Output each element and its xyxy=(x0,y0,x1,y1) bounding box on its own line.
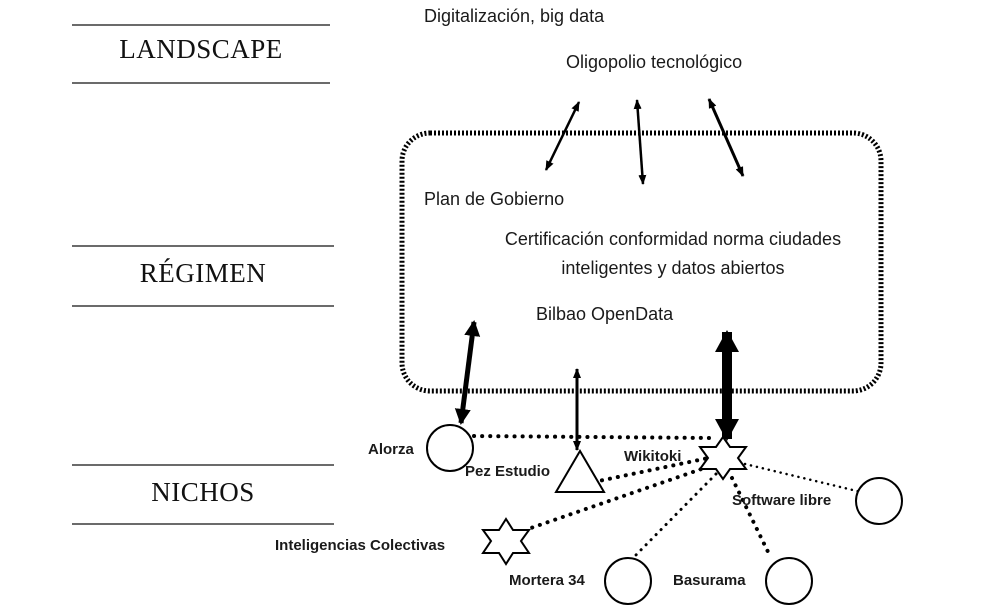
node-software-circle xyxy=(855,477,903,525)
niche-label-wikitoki: Wikitoki xyxy=(624,448,682,465)
niche-label-mortera-34: Mortera 34 xyxy=(509,572,585,589)
node-pez-triangle xyxy=(554,449,606,493)
node-wikitoki-star xyxy=(698,435,748,481)
niche-label-alorza: Alorza xyxy=(368,441,414,458)
level-label-nichos: NICHOS xyxy=(151,477,255,507)
level-label-regimen: RÉGIMEN xyxy=(139,258,267,288)
landscape-top-line xyxy=(72,24,330,26)
link-wikitoki-basurama xyxy=(730,476,773,560)
node-alorza-circle xyxy=(426,424,474,472)
link-pez-wikitoki xyxy=(592,454,720,484)
landscape-item-digitalizacion: Digitalización, big data xyxy=(424,6,605,26)
landscape-item-oligopolio: Oligopolio tecnológico xyxy=(566,52,743,72)
arrow-landscape-right xyxy=(707,98,745,177)
regime-item-bilbao-opendata: Bilbao OpenData xyxy=(536,304,674,324)
link-wikitoki-inteligencias xyxy=(526,462,718,531)
niche-label-software-libre: Software libre xyxy=(732,492,832,509)
regime-item-certificacion-line2: inteligentes y datos abiertos xyxy=(561,258,785,278)
node-inteligencias-star xyxy=(481,517,531,566)
landscape-bottom-line xyxy=(72,82,330,84)
regimen-top-line xyxy=(72,245,334,247)
link-alorza-wikitoki xyxy=(472,434,715,440)
level-label-landscape: LANDSCAPE xyxy=(119,34,283,64)
node-mortera-circle xyxy=(604,557,652,605)
regime-item-certificacion-line1: Certificación conformidad norma ciudades xyxy=(504,229,842,249)
node-basurama-circle xyxy=(765,557,813,605)
niche-label-inteligencias-colectivas: Inteligencias Colectivas xyxy=(275,537,446,554)
arrow-landscape-middle xyxy=(633,99,647,185)
regime-item-plan-gobierno: Plan de Gobierno xyxy=(424,189,565,209)
niche-label-pez-estudio: Pez Estudio xyxy=(465,463,551,480)
arrow-alorza-regime xyxy=(454,320,481,425)
arrow-landscape-left xyxy=(544,101,581,171)
nichos-bottom-line xyxy=(72,523,334,525)
nichos-top-line xyxy=(72,464,334,466)
regimen-bottom-line xyxy=(72,305,334,307)
link-wikitoki-software xyxy=(743,462,863,494)
niche-label-basurama: Basurama xyxy=(673,572,746,589)
regime-boundary xyxy=(399,130,884,394)
link-wikitoki-mortera xyxy=(631,472,718,560)
